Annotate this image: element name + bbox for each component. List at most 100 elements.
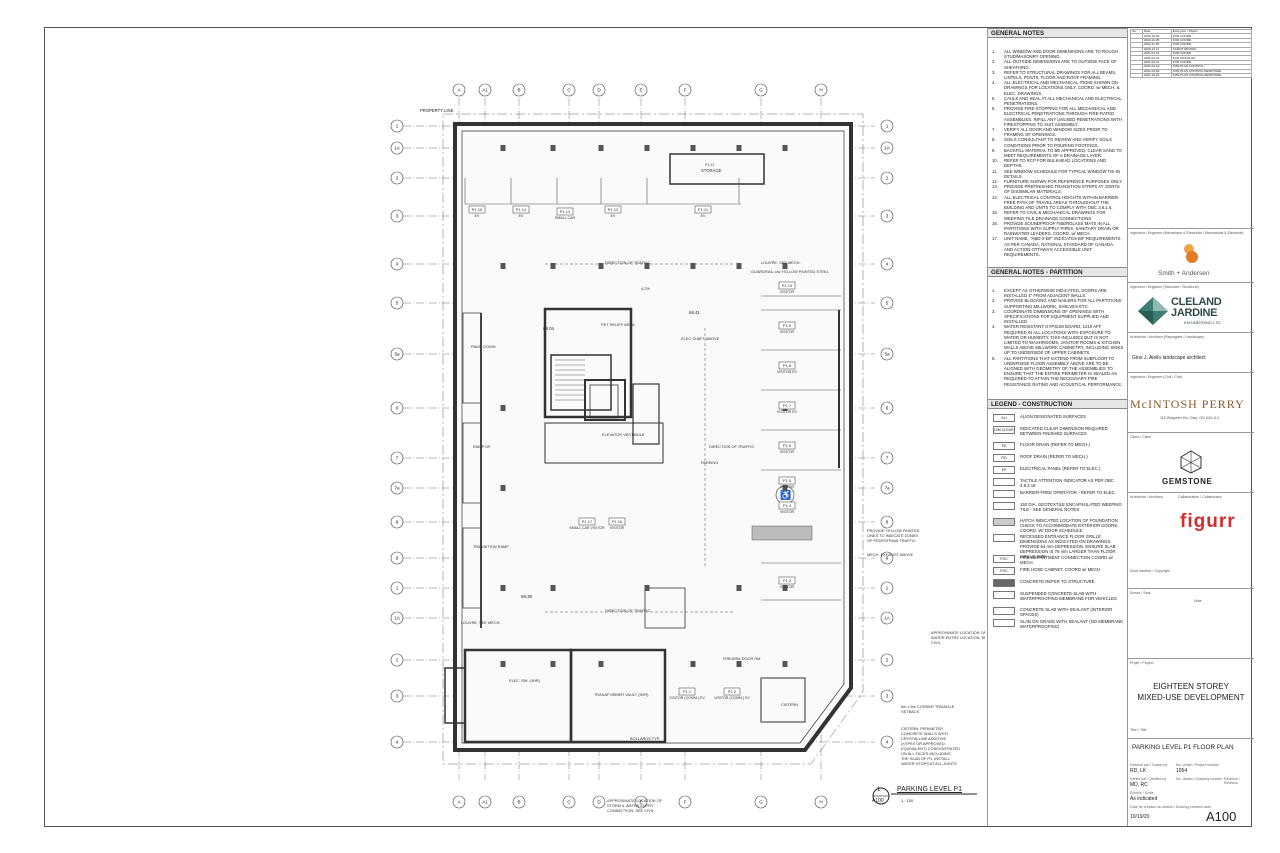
grid-bubble-number: 1A bbox=[884, 616, 891, 621]
note-label: Note bbox=[1194, 599, 1202, 603]
stall-id: P1.2 bbox=[728, 689, 737, 694]
grid-bubble-number: 6 bbox=[886, 406, 889, 411]
copyright-label: Droit d'auteur / Copyright bbox=[1130, 569, 1170, 573]
parking-stalls-top bbox=[464, 178, 741, 205]
grid-bubble-number: 3 bbox=[886, 694, 889, 699]
plan-annotation: RAMP UP bbox=[473, 444, 491, 449]
legend-item: 150 DIA. GEOTEXTILE ENCAPSULATED WEEPING… bbox=[988, 502, 1128, 512]
note-number: 1. bbox=[992, 288, 996, 293]
legend-symbol bbox=[988, 591, 1020, 601]
storage-label: P1.21 bbox=[705, 163, 714, 167]
note-item: 3.COORDINATE DIMENSIONS OF OPENINGS WITH… bbox=[992, 309, 1124, 325]
grid-bubble-letter: A1 bbox=[482, 88, 488, 93]
stall-tag: SMALL CAR bbox=[555, 216, 576, 220]
plan-annotation: DIRECTION OF TRAFFIC bbox=[605, 608, 651, 613]
legend-text: FIRE HOSE CABINET. COORD w/ MECH bbox=[1020, 567, 1101, 572]
plan-annotation: TRANSFORMER VAULT (3HR) bbox=[594, 692, 649, 697]
stall-tag: VISITOR bbox=[780, 585, 795, 589]
grid-bubble-number: 5a bbox=[884, 352, 890, 357]
sheet-number: A100 bbox=[1206, 809, 1237, 824]
note-number: 3. bbox=[992, 308, 996, 314]
note-text: ALL OUTSIDE DIMENSIONS ARE TO OUTSIDE FA… bbox=[1004, 59, 1117, 70]
structural-column bbox=[690, 145, 696, 151]
structural-column bbox=[690, 661, 696, 667]
note-item: 7.VERIFY ALL DOOR AND WINDOW SIZES PRIOR… bbox=[992, 127, 1124, 137]
grid-bubble-number: 5 bbox=[396, 301, 399, 306]
stall-tag: EV bbox=[611, 214, 616, 218]
stall-tag: VISITOR bbox=[780, 450, 795, 454]
plan-annotation: OF PEDESTRIAN TRAFFIC bbox=[867, 538, 916, 543]
plan-annotation: PARKING bbox=[701, 460, 718, 465]
note-item: 2.PROVIDE BLOCKING AND NAILERS FOR ALL P… bbox=[992, 298, 1124, 308]
legend-item: SLAB ON GRADE WITH SEALANT (NO MEMBRANE … bbox=[988, 619, 1128, 629]
note-number: 5. bbox=[992, 95, 996, 101]
revision-label: Révision / Revision bbox=[1224, 777, 1240, 785]
grid-bubble-number: 5 bbox=[886, 301, 889, 306]
note-item: 8.SOILS CONSULTANT TO REVIEW AND VERIFY … bbox=[992, 137, 1124, 147]
civil-address: 115 Walgreen Rd. Carp, ON K0A 1L0 bbox=[1160, 416, 1220, 420]
plan-annotation: ON ALL FACES INCLUDING bbox=[901, 751, 951, 756]
plan-annotation: LOUVRE, SEE MECH. bbox=[461, 620, 501, 625]
grid-bubble-letter: D bbox=[597, 800, 601, 805]
structural-column bbox=[736, 263, 742, 269]
stall-id: P1.5 bbox=[783, 478, 792, 483]
legend-text: 150 DIA. GEOTEXTILE ENCAPSULATED WEEPING… bbox=[1020, 502, 1122, 512]
grid-bubble-number: 8 bbox=[396, 520, 399, 525]
note-text: PROVIDE BLOCKING AND NAILERS FOR ALL PAR… bbox=[1004, 298, 1122, 309]
note-item: 14. ALL ELECTRICAL CONTROL HEIGHTS WITHIN… bbox=[992, 195, 1124, 211]
legend-text: INDICATED CLEAR DIMENSION REQUIRED BETWE… bbox=[1020, 426, 1108, 436]
plan-annotation: MECH. EXHAUST ABOVE bbox=[867, 552, 914, 557]
plan-annotation: PROVIDE YELLOW PAINTED bbox=[867, 528, 920, 533]
structural-column bbox=[736, 585, 742, 591]
structural-column bbox=[550, 145, 556, 151]
legend-item: HATCH INDICATED LOCATION OF FOUNDATION C… bbox=[988, 518, 1128, 533]
plan-annotation: WATER STOPS AT ALL JOINTS bbox=[901, 761, 957, 766]
grid-bubble-number: 1A bbox=[394, 146, 401, 151]
scale-value: As indicated bbox=[1130, 796, 1158, 802]
legend-text: ROOF DRAIN (REFER TO MECH.) bbox=[1020, 454, 1088, 459]
view-title bbox=[872, 787, 977, 805]
structural-column bbox=[500, 485, 506, 491]
note-text: ALL ELECTRICAL CONTROL HEIGHTS WITHIN BA… bbox=[1004, 194, 1120, 211]
view-number: 1 bbox=[877, 787, 881, 793]
project-no-label: No. projet / Project number bbox=[1176, 763, 1219, 767]
grid-bubble-number: 7 bbox=[886, 456, 889, 461]
view-scale: 1 : 100 bbox=[901, 798, 914, 803]
architect-label: Architecte / Architect bbox=[1130, 495, 1163, 499]
legend-symbol bbox=[988, 490, 1020, 498]
stall-tag: VISITOR (COMM.) EV bbox=[714, 696, 750, 700]
note-text: CAULK AND SEAL AT ALL MECHANICAL AND ELE… bbox=[1004, 95, 1122, 107]
note-text: ALL ELECTRICAL AND MECHANICAL ITEMS SHOW… bbox=[1004, 80, 1120, 96]
structural-column bbox=[644, 263, 650, 269]
sheet-info-block: PARKING LEVEL P1 FLOOR PLAN Dessiné par … bbox=[1128, 738, 1254, 826]
stall-tag: VISITOR bbox=[780, 290, 795, 294]
checked-by: MD, RC bbox=[1130, 782, 1148, 788]
partition-notes-heading: GENERAL NOTES - PARTITION bbox=[988, 267, 1128, 277]
note-item: 15.REFER TO CIVIL & MECHANICAL DRAWINGS … bbox=[992, 210, 1124, 220]
legend-text: SUSPENDED CONCRETE SLAB WITH WATERPROOFI… bbox=[1020, 591, 1117, 601]
view-sheet-ref: A100 bbox=[872, 798, 884, 804]
legend-text: HATCH INDICATED LOCATION OF FOUNDATION C… bbox=[1020, 518, 1119, 533]
stall-id: P1.8 bbox=[783, 363, 792, 368]
drawing-no-label: No. dessin / Drawing number bbox=[1176, 777, 1223, 781]
note-text: REFER TO CIVIL & MECHANICAL DRAWINGS FOR… bbox=[1004, 210, 1106, 221]
collaborator-label: Collaboration / Collaborator bbox=[1178, 495, 1222, 499]
plan-annotation: ELEC. RM. (3HR) bbox=[509, 678, 541, 683]
grid-bubble-number: 1 bbox=[396, 124, 399, 129]
structural-column bbox=[644, 585, 650, 591]
structural-column bbox=[500, 585, 506, 591]
client-label: Client / Client bbox=[1130, 435, 1152, 439]
struct-engineer-block: Ingénieur / Engineer (Structure / Struct… bbox=[1128, 282, 1254, 332]
partition-notes-list: 1.EXCEPT AS OTHERWISE INDICATED, DOORS A… bbox=[992, 288, 1124, 387]
property-line-label: PROPERTY LINE bbox=[420, 108, 454, 113]
legend-symbol bbox=[988, 579, 1020, 587]
structural-column bbox=[550, 263, 556, 269]
stall-tag: EV bbox=[519, 214, 524, 218]
landscape-block: Architecte / Architect (Paysagiste / Lan… bbox=[1128, 332, 1254, 372]
note-number: 14. bbox=[992, 194, 998, 200]
project-label: Projet / Project bbox=[1130, 661, 1154, 665]
legend-item: CONCRETE SLAB WITH SEALANT (INTERIOR SPA… bbox=[988, 607, 1128, 617]
note-text: SOILS CONSULTANT TO REVIEW AND VERIFY SO… bbox=[1004, 137, 1112, 148]
